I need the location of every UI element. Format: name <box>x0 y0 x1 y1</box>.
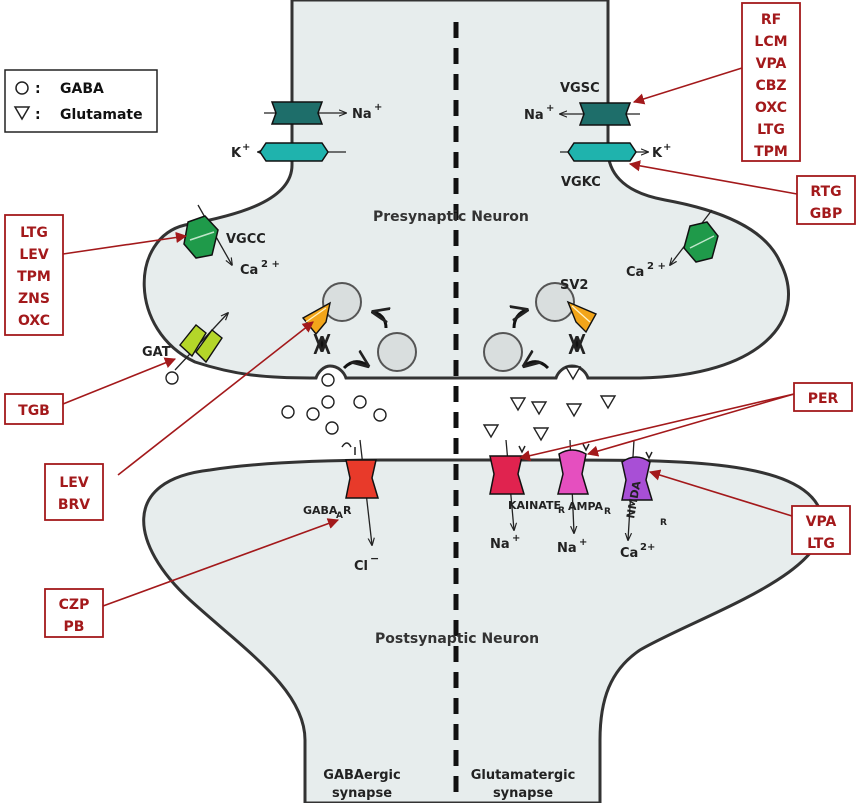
gabaergic-caption-1: GABAergic <box>323 768 400 783</box>
label-text: LCM <box>754 34 787 50</box>
postsynaptic-label: Postsynaptic Neuron <box>375 631 539 647</box>
label-text: K <box>231 146 242 161</box>
label-text: R <box>558 506 565 516</box>
label-text: LEV <box>19 247 48 263</box>
label-text: TGB <box>18 403 50 419</box>
legend: : GABA : Glutamate <box>4 69 158 133</box>
label-text: 2 + <box>261 259 280 270</box>
drugs-potassium: RTG GBP <box>810 184 842 222</box>
label-text: R <box>660 518 667 528</box>
drugs-per: PER <box>808 391 839 407</box>
drugs-gat: TGB <box>18 403 50 419</box>
label-text: Na <box>557 541 577 556</box>
label-text: 2+ <box>640 542 655 553</box>
label-text: LTG <box>20 225 48 241</box>
label-text: TPM <box>754 144 788 160</box>
drug-box-nmda <box>791 505 851 555</box>
label-text: Cl <box>354 559 368 574</box>
label-text: RTG <box>810 184 841 200</box>
vgcc-label: VGCC <box>226 232 266 247</box>
sv2-label: SV2 <box>560 278 588 293</box>
label-text: Ca <box>240 263 258 278</box>
label-text: + <box>512 533 520 544</box>
drug-box-sodium <box>741 2 801 162</box>
label-text: OXC <box>18 313 50 329</box>
label-text: CBZ <box>755 78 786 94</box>
label-text: A <box>336 511 343 521</box>
glutamatergic-caption-2: synapse <box>493 786 553 801</box>
label-text: : <box>35 107 41 123</box>
gat-transporter-icon <box>174 313 228 371</box>
label-text: R <box>604 507 611 517</box>
label-text: 2 + <box>647 261 666 272</box>
drug-box-per <box>793 382 853 412</box>
gaba-symbol-icon <box>15 81 29 95</box>
nmda-receptor-icon <box>621 439 654 540</box>
label-text: TPM <box>17 269 51 285</box>
label-text: LTG <box>757 122 785 138</box>
drugs-sv2: LEV BRV <box>58 475 90 513</box>
drugs-calcium: LTG LEV TPM ZNS OXC <box>17 225 51 329</box>
drugs-sodium: RF LCM VPA CBZ OXC LTG TPM <box>754 12 788 160</box>
drugs-gabaa: CZP PB <box>59 597 90 635</box>
label-text: AMPA <box>568 500 604 513</box>
vgsc-right-channel-icon <box>560 102 640 126</box>
vgkc-label: VGKC <box>561 175 601 190</box>
label-text: + <box>579 537 587 548</box>
legend-glutamate-label: Glutamate <box>60 107 143 123</box>
label-text: LEV <box>59 475 88 491</box>
label-text: KAINATE <box>508 499 561 512</box>
label-text: + <box>374 102 382 113</box>
gabaa-receptor-icon <box>341 439 380 545</box>
label-text: + <box>242 142 250 153</box>
label-text: ZNS <box>18 291 50 307</box>
label-text: PB <box>64 619 85 635</box>
label-text: Na <box>490 537 510 552</box>
label-text: K <box>652 146 663 161</box>
label-text: OXC <box>755 100 787 116</box>
label-text: − <box>370 552 379 565</box>
legend-gaba-label: GABA <box>60 81 104 97</box>
label-text: R <box>343 504 352 517</box>
glutamatergic-caption-1: Glutamatergic <box>471 768 576 783</box>
label-text: VPA <box>756 56 787 72</box>
label-text: : <box>35 81 41 97</box>
drug-box-gabaa <box>44 588 104 638</box>
presynaptic-label: Presynaptic Neuron <box>373 209 529 225</box>
drugs-nmda: VPA LTG <box>806 514 837 552</box>
label-text: VPA <box>806 514 837 530</box>
sv2-right-icon <box>566 300 597 334</box>
label-text: Na <box>524 108 544 123</box>
vgsc-left-channel-icon <box>264 101 346 125</box>
vgkc-left-channel-icon <box>258 142 346 162</box>
label-text: CZP <box>59 597 90 613</box>
label-text: LTG <box>807 536 835 552</box>
label-text: Na <box>352 107 372 122</box>
label-text: + <box>546 103 554 114</box>
vgkc-right-channel-icon <box>560 142 648 162</box>
label-text: Ca <box>626 265 644 280</box>
label-text: PER <box>808 391 839 407</box>
drug-box-calcium <box>4 214 64 336</box>
glutamate-symbol-icon <box>13 106 31 121</box>
label-text: GBP <box>810 206 842 222</box>
ampa-receptor-icon <box>557 439 590 533</box>
label-text: GABA <box>303 504 338 517</box>
label-text: Ca <box>620 546 638 561</box>
label-text: BRV <box>58 497 90 513</box>
drug-box-potassium <box>796 175 856 225</box>
vgcc-left-channel-icon <box>183 204 232 265</box>
vgsc-label: VGSC <box>560 81 600 96</box>
drug-box-sv2 <box>44 463 104 521</box>
label-text: + <box>663 142 671 153</box>
glutamate-molecules <box>482 366 617 442</box>
gat-label: GAT <box>142 345 171 360</box>
gaba-molecules <box>281 373 387 435</box>
gabaergic-caption-2: synapse <box>332 786 392 801</box>
vgcc-right-channel-icon <box>670 209 719 265</box>
label-text: RF <box>761 12 781 28</box>
presynaptic-neuron <box>142 0 790 380</box>
drug-box-gat <box>4 393 64 425</box>
